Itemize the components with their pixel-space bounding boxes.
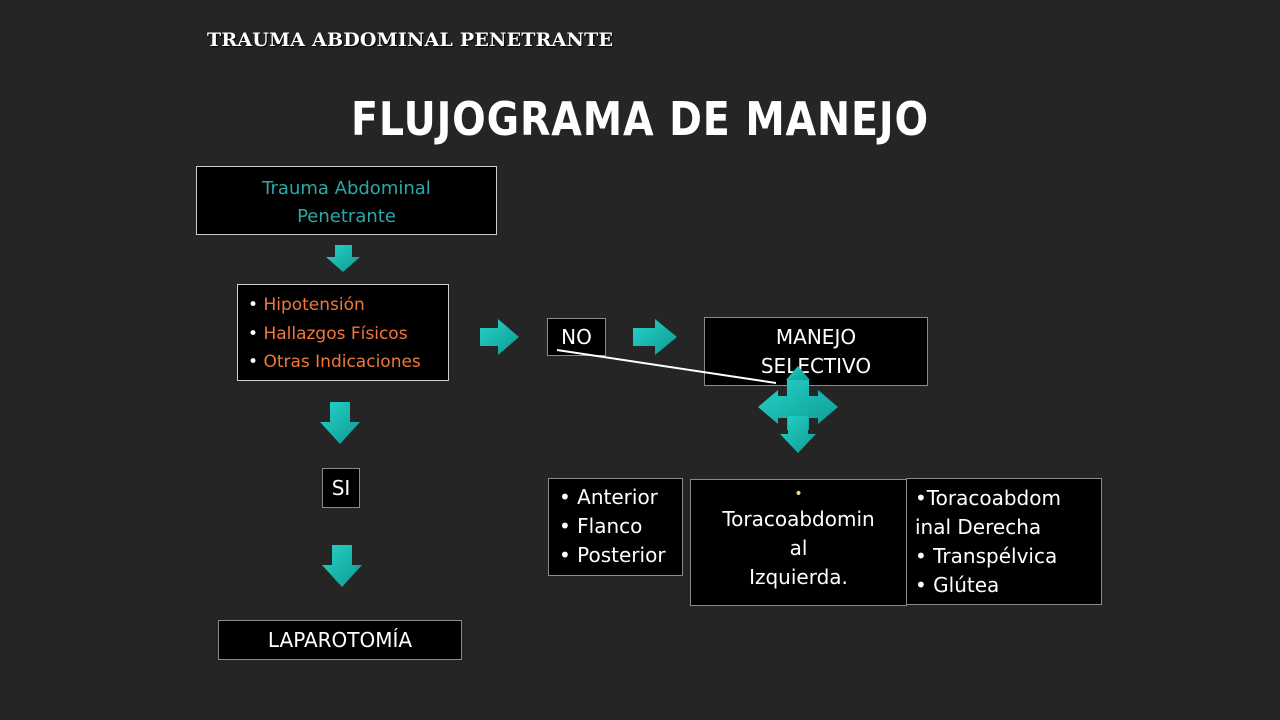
region-b-line1: Toracoabdomin — [722, 507, 875, 531]
region-b-bullet: • — [794, 486, 803, 502]
region-c-line1: •Toracoabdom — [915, 486, 1061, 510]
region-b-line2: al — [789, 536, 808, 560]
arrow-down-3 — [322, 545, 362, 587]
regions-right-thoracoabdominal-node: •Toracoabdom inal Derecha • Transpélvica… — [906, 478, 1102, 605]
no-label: NO — [561, 325, 592, 349]
si-node: SI — [322, 468, 360, 508]
laparotomy-label: LAPAROTOMÍA — [267, 628, 413, 652]
start-node-line2: Penetrante — [297, 206, 396, 227]
no-node: NO — [547, 318, 606, 356]
region-c-line4: • Glútea — [915, 573, 1000, 597]
region-c-line2: inal Derecha — [915, 515, 1042, 539]
arrow-down-1 — [326, 245, 360, 272]
selective-line2: SELECTIVO — [760, 354, 872, 378]
arrow-down-4 — [780, 416, 816, 453]
regions-left-thoracoabdominal-node: • Toracoabdomin al Izquierda. — [690, 479, 907, 606]
selective-line1: MANEJO — [775, 325, 857, 349]
region-c-line3: • Transpélvica — [915, 544, 1058, 568]
arrow-right-2 — [633, 319, 677, 355]
region-b-line3: Izquierda. — [749, 565, 848, 589]
selective-management-node: MANEJO SELECTIVO — [704, 317, 928, 386]
arrow-down-2 — [320, 402, 360, 444]
arrow-right-1 — [480, 319, 519, 355]
laparotomy-node: LAPAROTOMÍA — [218, 620, 462, 660]
criteria-item-hypotension: Hipotensión — [248, 291, 448, 320]
slide-title: FLUJOGRAMA DE MANEJO — [351, 92, 929, 146]
start-node-line1: Trauma Abdominal — [262, 178, 431, 199]
region-flank: Flanco — [559, 512, 682, 541]
region-anterior: Anterior — [559, 483, 682, 512]
slide-subtitle: TRAUMA ABDOMINAL PENETRANTE — [207, 29, 614, 51]
start-node: Trauma Abdominal Penetrante — [196, 166, 497, 235]
region-posterior: Posterior — [559, 541, 682, 570]
si-label: SI — [331, 476, 351, 500]
regions-anterior-node: Anterior Flanco Posterior — [548, 478, 683, 576]
criteria-node: Hipotensión Hallazgos Físicos Otras Indi… — [237, 284, 449, 381]
criteria-item-other: Otras Indicaciones — [248, 348, 448, 377]
criteria-item-physical-findings: Hallazgos Físicos — [248, 320, 448, 349]
